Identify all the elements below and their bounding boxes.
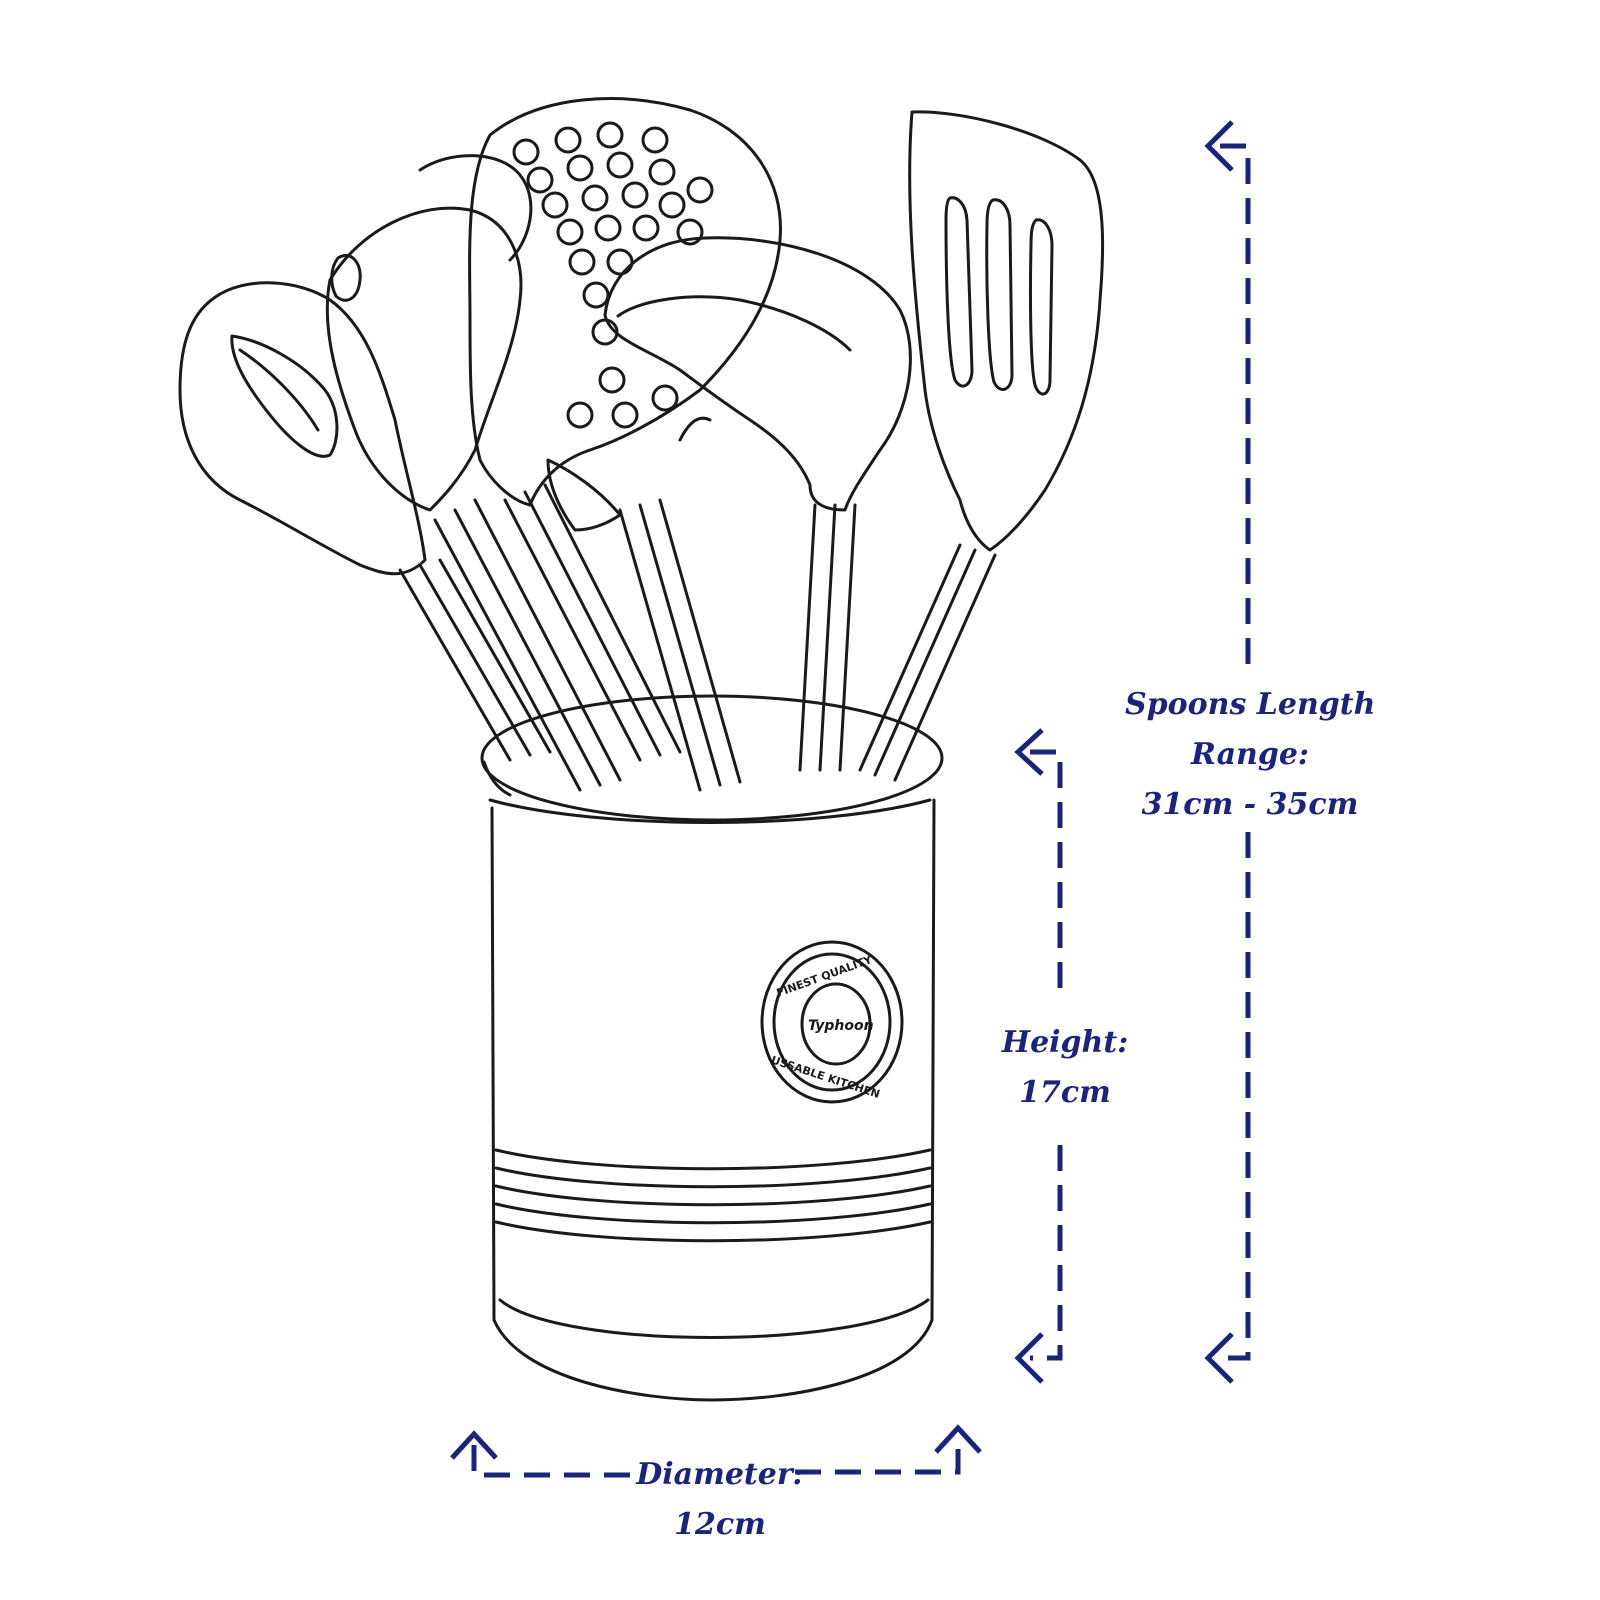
utensil-canister (480, 694, 944, 1402)
diameter-dashed-line-left (471, 1445, 635, 1478)
spoons-length-dashed-line-bottom (1220, 832, 1251, 1361)
height-dashed-line-bottom (1030, 1145, 1063, 1361)
diameter-arrow-left (450, 1430, 498, 1460)
solid-spoon (603, 236, 912, 512)
height-dashed-line-top (1030, 749, 1063, 990)
spoons-length-line1: Spoons Length (1125, 687, 1376, 722)
spoons-length-dashed-line-top (1220, 143, 1251, 670)
skimmer-spoon (468, 97, 782, 507)
spoons-length-arrow-bottom (1204, 1332, 1234, 1384)
height-label: Height: 17cm (990, 1018, 1140, 1118)
height-line1: Height: (1001, 1025, 1129, 1060)
dimension-lines (450, 120, 1251, 1478)
diameter-label: Diameter: 12cm (630, 1450, 810, 1550)
brand-badge (760, 940, 904, 1104)
spoons-length-line2: Range: (1190, 737, 1309, 772)
diameter-line2: 12cm (674, 1507, 766, 1542)
diameter-line1: Diameter: (636, 1457, 804, 1492)
utensil-handles (398, 483, 997, 792)
spoons-length-label: Spoons Length Range: 31cm - 35cm (1125, 680, 1375, 830)
height-line2: 17cm (1019, 1075, 1111, 1110)
diameter-dashed-line-right (795, 1440, 961, 1475)
diameter-arrow-right (934, 1424, 982, 1454)
serving-spoon-back (325, 154, 533, 512)
slotted-turner (178, 281, 427, 576)
spoons-length-line3: 31cm - 35cm (1141, 787, 1359, 822)
svg-text:Typhoon: Typhoon (808, 1018, 874, 1034)
height-arrow-top (1014, 728, 1044, 776)
spreader-spatula (546, 458, 622, 532)
height-arrow-bottom (1014, 1332, 1044, 1384)
spoons-length-arrow-top (1204, 120, 1234, 172)
slotted-spatula (908, 110, 1105, 552)
